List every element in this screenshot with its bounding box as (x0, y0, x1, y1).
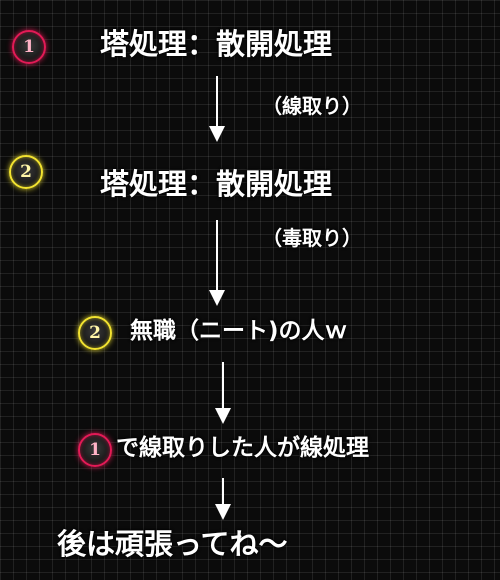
arrow-3-head (215, 408, 231, 424)
step-1-label: 塔処理：散開処理 (100, 27, 333, 61)
arrow-2-head (209, 290, 225, 306)
arrow-2 (209, 220, 225, 306)
step-3-badge-number: 2 (89, 322, 101, 343)
step-4-label: で線取りした人が線処理 (116, 435, 369, 461)
step-1-badge: 1 (12, 30, 46, 64)
step-3-badge: 2 (78, 316, 112, 350)
arrow-4-head (215, 504, 231, 520)
step-2-label: 塔処理：散開処理 (100, 167, 333, 201)
arrow-3 (215, 362, 231, 424)
step-4-badge-number: 1 (89, 439, 101, 460)
step-2-badge: 2 (9, 155, 43, 189)
step-1-note: （線取り） (262, 94, 362, 118)
arrow-1 (209, 76, 225, 142)
step-4-badge: 1 (78, 433, 112, 467)
step-2-badge-number: 2 (20, 161, 32, 182)
final-message: 後は頑張ってね～ (57, 527, 288, 561)
arrow-4 (215, 478, 231, 520)
step-1-badge-number: 1 (23, 36, 35, 57)
step-2-note: （毒取り） (262, 226, 362, 250)
arrow-1-head (209, 126, 225, 142)
step-3-label: 無職（ニート)の人ｗ (130, 318, 348, 344)
